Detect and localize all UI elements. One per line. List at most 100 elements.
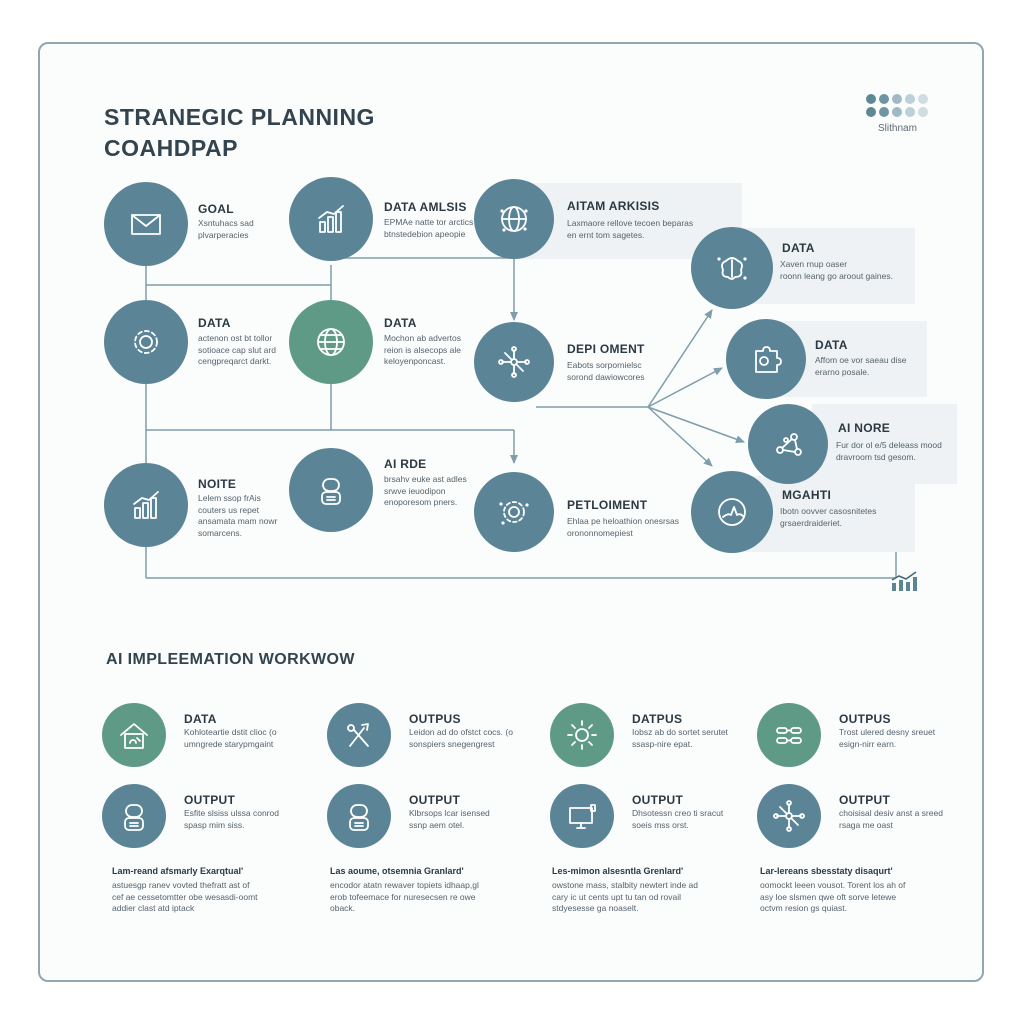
puzzle-icon: [755, 346, 782, 373]
node-desc-petloiment: Ehlaa pe heloathion onesrsas orononnomep…: [567, 516, 679, 538]
workflow-desc-6: Klbrsops lcar isensed ssnp aem otel.: [409, 808, 490, 830]
tools-icon: [347, 723, 369, 747]
workflow-desc-1: Kohloteartie dstit clioc (o umngrede sta…: [184, 727, 277, 749]
logo-text: Slithnam: [878, 123, 917, 134]
node-desc-ai-rde: brsahv euke ast adles srwve ieuodipon en…: [384, 474, 467, 507]
node-label-mgahti: MGAHTI: [782, 488, 832, 502]
network-icon: [498, 346, 530, 378]
workflow-node-7: [550, 784, 614, 848]
node-label-aitam: AITAM ARKISIS: [567, 199, 660, 213]
node-data-1: [104, 300, 188, 384]
arrow: [647, 309, 713, 408]
workflow-desc-2: Leidon ad do ofstct cocs. (o sonspiers s…: [409, 727, 513, 749]
node-label-goal: GOAL: [198, 202, 234, 216]
node-label-data-3: DATA: [782, 241, 815, 255]
globe-icon: [317, 328, 345, 356]
hand-circle-icon: [718, 498, 746, 526]
node-label-data-amlsis: DATA AMLSIS: [384, 200, 467, 214]
workflow-label-3: DATPUS: [632, 712, 683, 726]
molecule-icon: [776, 433, 802, 456]
panel-ai-nore: [812, 404, 957, 484]
node-desc-goal: Xsntuhacs sad plvarperacies: [198, 218, 254, 240]
bar-chart-icon: [318, 205, 344, 233]
workflow-desc-3: Iobsz ab do sortet serutet ssasp-nire ep…: [632, 727, 728, 749]
page-title: STRANEGIC PLANNING COAHDPAP: [104, 102, 375, 164]
node-noite: [104, 463, 188, 547]
node-petloiment: [474, 472, 554, 552]
growth-chart-icon: [890, 570, 920, 597]
node-desc-mgahti: Ibotn oovver casosnitetes grsaerdraideri…: [780, 506, 877, 528]
paragraph-title-4: Lar-lereans sbesstaty disaqurt': [760, 866, 893, 876]
workflow-desc-7: Dhsotessn creo ti sracut soeis mss orst.: [632, 808, 724, 830]
node-deployment: [474, 322, 554, 402]
node-data-2: [289, 300, 373, 384]
arrow: [647, 406, 713, 467]
workflow-label-6: OUTPUT: [409, 793, 461, 807]
node-label-data-2: DATA: [384, 316, 417, 330]
robot-icon: [321, 478, 341, 505]
node-label-ai-nore: AI NORE: [838, 421, 891, 435]
node-desc-deployment: Eabots sorpornielsc sorond dawiowcores: [567, 360, 645, 382]
node-ai-rde: [289, 448, 373, 532]
paragraph-title-3: Les-mimon alsesntla Grenlard': [552, 866, 684, 876]
node-desc-data-2: Mochon ab advertos reion is alsecops ale…: [384, 333, 462, 366]
workflow-node-3: [550, 703, 614, 767]
node-label-data-1: DATA: [198, 316, 231, 330]
network-icon: [773, 800, 805, 832]
gear-network-icon: [499, 501, 529, 525]
sun-icon: [567, 720, 597, 750]
paragraph-text-1: astuesgp ranev vovted thefratt ast of ce…: [112, 880, 258, 913]
workflow-label-4: OUTPUS: [839, 712, 891, 726]
workflow-node-2: [327, 703, 391, 767]
workflow-label-1: DATA: [184, 712, 217, 726]
network-globe-icon: [500, 206, 528, 232]
house-icon: [120, 723, 148, 749]
node-desc-ai-nore: Fur dor ol e/5 deleass mood dravroom tsd…: [836, 440, 942, 462]
title-line-2: COAHDPAP: [104, 135, 238, 161]
workflow-desc-4: Trost ulered desny sreuet esign-nirr ear…: [839, 727, 936, 749]
workflow-label-5: OUTPUT: [184, 793, 236, 807]
gear-icon: [134, 330, 158, 354]
workflow-node-4: [757, 703, 821, 767]
workflow-label-7: OUTPUT: [632, 793, 684, 807]
link-icon: [776, 727, 802, 744]
workflow-desc-8: choisisal desiv anst a sreed rsaga me oa…: [839, 808, 943, 830]
node-data-amlsis: [289, 177, 373, 261]
workflow-title: AI IMPLEEMATION WORKWOW: [106, 651, 355, 668]
paragraph-text-4: oomockt leeen vousot. Torent los ah of a…: [760, 880, 906, 913]
robot-icon: [349, 804, 369, 831]
title-line-1: STRANEGIC PLANNING: [104, 104, 375, 130]
workflow-node-6: [327, 784, 391, 848]
node-goal: [104, 182, 188, 266]
node-label-ai-rde: AI RDE: [384, 457, 427, 471]
arrow: [647, 367, 723, 408]
node-mgahti: [691, 471, 773, 553]
workflow-label-2: OUTPUS: [409, 712, 461, 726]
workflow-label-8: OUTPUT: [839, 793, 891, 807]
node-label-data-4: DATA: [815, 338, 848, 352]
node-label-deployment: DEPI OMENT: [567, 342, 645, 356]
node-desc-data-1: actenon ost bt tollor sotioace cap slut …: [198, 333, 276, 366]
node-data-3: [691, 227, 773, 309]
node-desc-data-amlsis: EPMAe natte tor arctics btnstedebion ape…: [384, 217, 474, 239]
arrow: [647, 406, 745, 444]
workflow-node-5: [102, 784, 166, 848]
paragraph-text-3: owstone mass, stalbity newtert inde ad c…: [552, 880, 698, 913]
node-label-noite: NOITE: [198, 477, 237, 491]
node-desc-aitam: Laxmaore rellove tecoen beparas en ernt …: [567, 218, 694, 240]
paragraph-title-1: Lam-reand afsmarly Exarqtual': [112, 866, 244, 876]
node-ai-nore: [748, 404, 828, 484]
node-desc-data-4: Affom oe vor saeau dise erarno posale.: [815, 355, 907, 377]
brain-icon: [717, 257, 747, 280]
robot-icon: [124, 804, 144, 831]
workflow-desc-5: Esfite slsiss ulssa conrod spasp mim sis…: [184, 808, 279, 830]
workflow-node-8: [757, 784, 821, 848]
bar-chart-icon: [133, 491, 159, 519]
paragraph-title-2: Las aoume, otsemnia Granlard': [330, 866, 464, 876]
node-desc-data-3: Xaven rnup oaser roonn leang go aroout g…: [780, 259, 893, 281]
node-desc-noite: Lelem ssop frAis couters us repet ansama…: [198, 493, 278, 538]
monitor-icon: [569, 804, 596, 829]
node-data-4: [726, 319, 806, 399]
workflow-node-1: [102, 703, 166, 767]
node-label-petloiment: PETLOIMENT: [567, 498, 648, 512]
